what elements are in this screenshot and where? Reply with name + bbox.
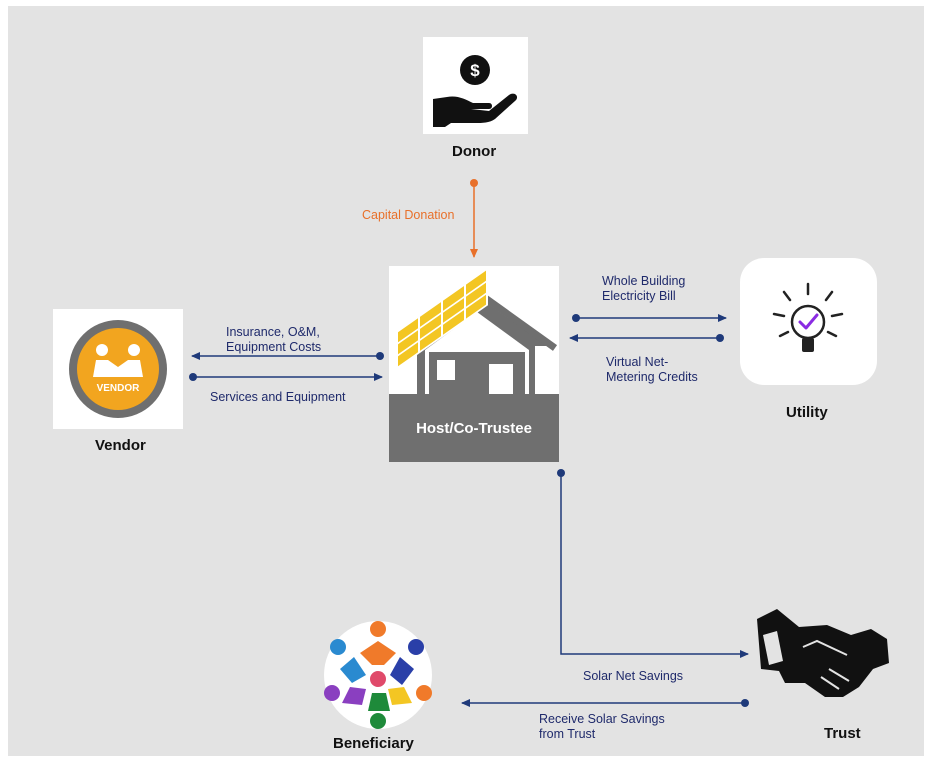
vendor-badge-text: VENDOR	[97, 383, 141, 394]
credits-label-line2: Metering Credits	[606, 370, 698, 384]
receive-label-line1: Receive Solar Savings	[539, 712, 665, 726]
insurance-costs-arrow	[191, 352, 384, 360]
trust-node	[755, 605, 895, 705]
beneficiary-node	[316, 617, 440, 729]
insurance-label-line1: Insurance, O&M,	[226, 325, 320, 339]
solar-house-icon	[396, 267, 558, 396]
insurance-label-line2: Equipment Costs	[226, 340, 322, 354]
receive-label-line2: from Trust	[539, 727, 596, 741]
services-equipment-label: Services and Equipment	[210, 390, 346, 404]
donor-label: Donor	[452, 143, 497, 160]
host-label: Host/Co-Trustee	[389, 394, 559, 462]
credits-label-line1: Virtual Net-	[606, 355, 669, 369]
receive-savings-label: Receive Solar Savings from Trust	[539, 712, 665, 742]
electricity-bill-arrow	[572, 314, 727, 322]
receive-savings-arrow	[461, 699, 749, 707]
net-metering-credits-arrow	[569, 334, 724, 342]
beneficiary-label: Beneficiary	[333, 735, 414, 752]
electricity-bill-label: Whole Building Electricity Bill	[602, 274, 685, 304]
insurance-label: Insurance, O&M, Equipment Costs	[226, 325, 321, 355]
capital-donation-label: Capital Donation	[362, 208, 455, 222]
utility-node	[740, 258, 877, 385]
people-circle-icon	[324, 621, 432, 729]
electricity-label-line1: Whole Building	[602, 274, 686, 288]
handshake-icon	[757, 609, 889, 697]
solar-net-savings-label: Solar Net Savings	[583, 669, 684, 683]
lightbulb-icon	[772, 282, 844, 352]
services-equipment-arrow	[189, 373, 383, 381]
electricity-label-line2: Electricity Bill	[602, 289, 676, 303]
vendor-label: Vendor	[95, 437, 146, 454]
trust-label: Trust	[824, 725, 861, 742]
solar-net-savings-arrow	[557, 469, 749, 658]
svg-text:$: $	[470, 61, 480, 80]
capital-donation-arrow	[470, 179, 478, 258]
vendor-node: VENDOR	[53, 309, 183, 429]
vendor-handshake-icon: VENDOR	[69, 320, 167, 418]
donor-node: $	[423, 37, 528, 134]
utility-label: Utility	[786, 404, 828, 421]
hand-dollar-icon: $	[433, 55, 518, 127]
credits-label: Virtual Net- Metering Credits	[606, 355, 698, 385]
